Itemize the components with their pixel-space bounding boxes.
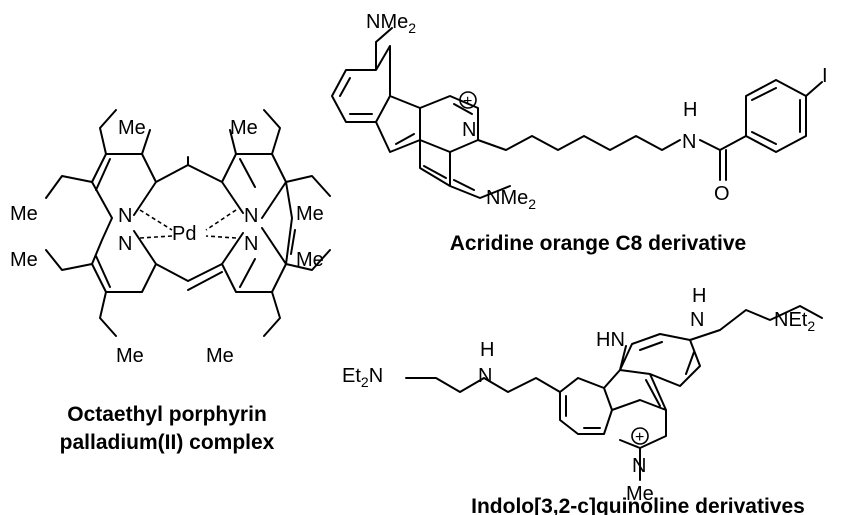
porphyrin-caption-line1: Octaethyl porphyrin bbox=[67, 403, 267, 426]
indolo-right-nh-h: H bbox=[692, 285, 706, 307]
acridine-amide-bonds bbox=[699, 79, 823, 181]
porphyrin-n-3: N bbox=[118, 233, 132, 255]
acridine-amide-h: H bbox=[683, 99, 697, 121]
indoloquinoline-caption: Indolo[3,2-c]quinoline derivatives bbox=[471, 495, 805, 515]
indolo-indole-nh: HN bbox=[596, 329, 625, 351]
acridine-structure: NMe2 N + NMe2 H N O I Acridine orange C8… bbox=[331, 11, 828, 255]
indolo-et2n-left: Et2N bbox=[342, 365, 383, 390]
porphyrin-n-1: N bbox=[118, 205, 132, 227]
porphyrin-me-4: Me bbox=[296, 203, 324, 225]
porphyrin-n-2: N bbox=[244, 205, 258, 227]
porphyrin-me-3: Me bbox=[10, 203, 38, 225]
porphyrin-me-8: Me bbox=[206, 345, 234, 367]
porphyrin-me-5: Me bbox=[10, 249, 38, 271]
indolo-right-nh-n: N bbox=[690, 309, 704, 331]
porphyrin-caption-line2: palladium(II) complex bbox=[60, 431, 275, 454]
indoloquinoline-bonds bbox=[405, 305, 823, 481]
porphyrin-me-2: Me bbox=[230, 117, 258, 139]
porphyrin-n-4: N bbox=[244, 233, 258, 255]
porphyrin-ethyl-bonds bbox=[45, 109, 331, 337]
acridine-caption: Acridine orange C8 derivative bbox=[450, 232, 746, 255]
acridine-iodine: I bbox=[822, 65, 828, 87]
indolo-left-nh-n: N bbox=[478, 365, 492, 387]
acridine-charge-circle bbox=[459, 91, 477, 109]
acridine-bonds bbox=[331, 27, 681, 199]
porphyrin-me-1: Me bbox=[118, 117, 146, 139]
acridine-oxygen: O bbox=[714, 183, 730, 205]
indolo-left-nh-h: H bbox=[480, 339, 494, 361]
acridine-nme2-bottom: NMe2 bbox=[486, 187, 536, 212]
acridine-nme2-top: NMe2 bbox=[366, 11, 416, 36]
indolo-charge-circle bbox=[631, 427, 649, 445]
indolo-net2-right: NEt2 bbox=[774, 309, 815, 334]
indolo-charge: + bbox=[635, 429, 644, 446]
porphyrin-structure: N N N N Pd Me Me Me Me Me Me Me Me Octae… bbox=[10, 109, 331, 454]
acridine-amide-n: N bbox=[682, 131, 696, 153]
porphyrin-me-7: Me bbox=[116, 345, 144, 367]
indolo-ring-nitrogen: N bbox=[632, 455, 646, 477]
porphyrin-me-6: Me bbox=[296, 249, 324, 271]
porphyrin-metal-pd: Pd bbox=[172, 223, 196, 245]
indoloquinoline-structure: Et2N H N HN H N NEt2 N + Me Indolo[3,2-c… bbox=[342, 285, 823, 515]
indolo-methyl: Me bbox=[626, 483, 654, 505]
acridine-charge: + bbox=[463, 93, 472, 110]
acridine-ring-nitrogen: N bbox=[462, 119, 476, 141]
